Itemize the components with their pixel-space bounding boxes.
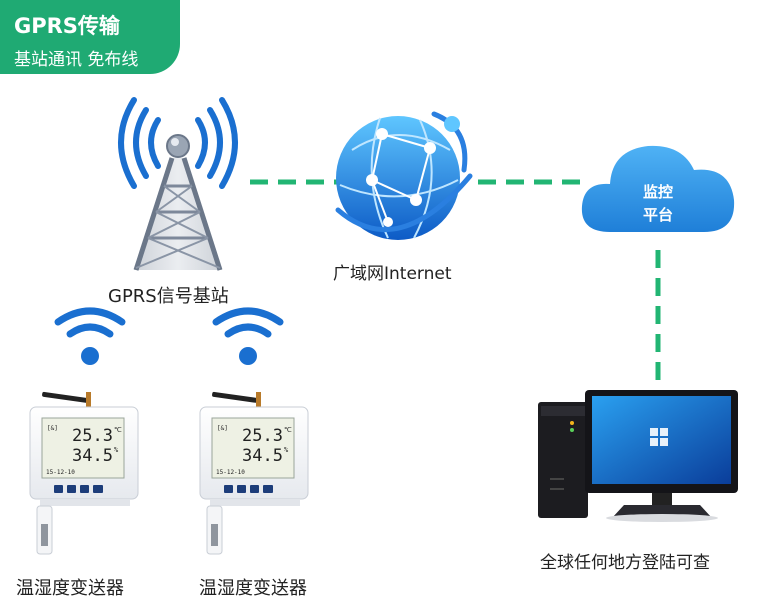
cloud-line-1: 监控 — [643, 183, 673, 201]
sensor-2-hum: 34.5 — [242, 446, 283, 466]
badge-title: GPRS传输 — [14, 14, 120, 38]
internet-label: 广域网Internet — [333, 264, 452, 284]
tower-label: GPRS信号基站 — [108, 286, 229, 307]
wifi-icon-left — [54, 307, 126, 365]
sensor-device-1: [&] 25.3 ℃ 34.5 % 15-12-10 — [29, 391, 139, 555]
sensor-device-2: [&] 25.3 ℃ 34.5 % 15-12-10 — [199, 391, 309, 555]
sensor-2-temp: 25.3 — [242, 426, 283, 446]
gprs-tower-icon — [118, 97, 238, 271]
sensor-1-date: 15-12-10 — [46, 469, 75, 476]
svg-text:[&]: [&] — [47, 425, 58, 432]
sensor-1-hum-unit: % — [114, 446, 119, 454]
computer-icon — [538, 390, 738, 522]
title-badge: GPRS传输 基站通讯 免布线 — [0, 0, 180, 74]
cloud-line-2: 平台 — [643, 206, 673, 224]
sensor-2-hum-unit: % — [284, 446, 289, 454]
internet-globe-icon — [335, 111, 473, 240]
sensor-1-temp-unit: ℃ — [114, 426, 122, 434]
sensor-2-label: 温湿度变送器 — [199, 578, 307, 599]
sensor-1-hum: 34.5 — [72, 446, 113, 466]
badge-subtitle: 基站通讯 免布线 — [14, 50, 139, 70]
computer-label: 全球任何地方登陆可查 — [540, 553, 710, 573]
sensor-1-temp: 25.3 — [72, 426, 113, 446]
sensor-2-date: 15-12-10 — [216, 469, 245, 476]
sensor-1-label: 温湿度变送器 — [16, 578, 124, 599]
svg-text:[&]: [&] — [217, 425, 228, 432]
monitor-cloud-icon: 监控 平台 — [581, 145, 735, 232]
wifi-icon-right — [212, 307, 284, 365]
sensor-2-temp-unit: ℃ — [284, 426, 292, 434]
